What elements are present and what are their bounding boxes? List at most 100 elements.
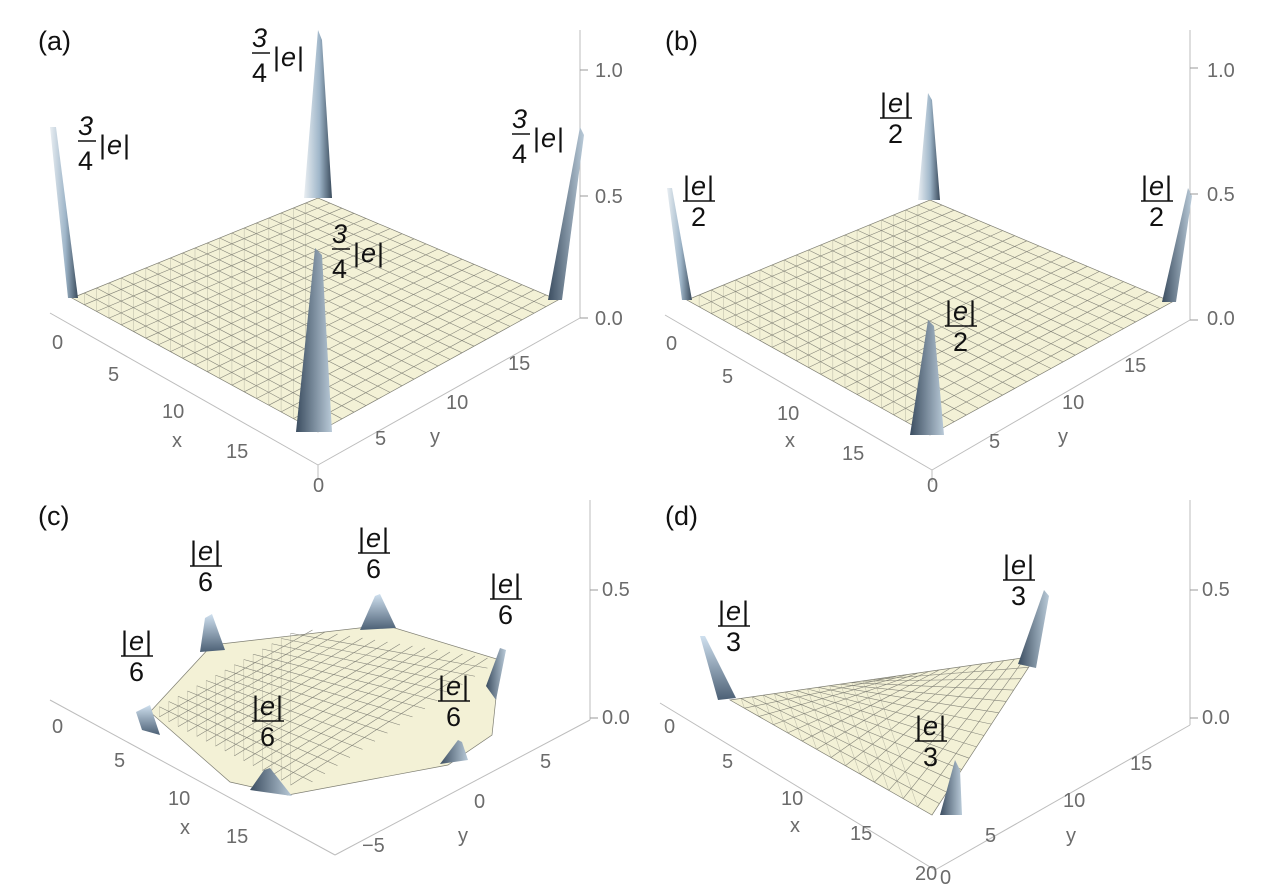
svg-text:3: 3 <box>332 219 347 249</box>
x-tick: 10 <box>162 401 184 423</box>
annotation-right: |e| 3 <box>1003 550 1035 611</box>
annotation-3: |e| 6 <box>358 523 390 584</box>
svg-text:6: 6 <box>260 722 275 752</box>
z-tick: 0.5 <box>595 186 623 208</box>
svg-text:|: | <box>939 711 946 741</box>
annotation-5: |e| 6 <box>438 671 470 732</box>
grid-line <box>234 645 413 757</box>
y-tick: 15 <box>508 353 530 375</box>
surface-grid <box>84 202 547 426</box>
panel-c: (c) |e| 6 |e| 6 |e| 6 |e| 6 <box>38 500 630 857</box>
svg-text:|: | <box>557 123 564 153</box>
svg-text:e: e <box>888 88 903 118</box>
x-tick: 20 <box>915 863 937 885</box>
svg-text:|: | <box>145 626 152 656</box>
annotation-front: 3 4 |e| <box>332 219 384 284</box>
grid-line <box>818 687 846 766</box>
x-tick: 15 <box>226 441 248 463</box>
y-tick: 0 <box>313 475 324 497</box>
panel-b-label: (b) <box>665 26 698 56</box>
svg-text:e: e <box>366 523 381 553</box>
svg-text:4: 4 <box>252 58 267 88</box>
x-tick: 10 <box>168 788 190 810</box>
y-ticks: 0 5 10 15 y <box>927 355 1146 497</box>
grid-line <box>290 657 488 786</box>
y-ticks: 0 5 10 15 y <box>313 353 530 497</box>
svg-text:e: e <box>498 569 513 599</box>
y-axis-label: y <box>430 426 440 448</box>
svg-text:6: 6 <box>366 554 381 584</box>
peak-left <box>700 636 736 700</box>
y-ticks: −5 0 5 y <box>362 751 551 857</box>
svg-text:6: 6 <box>129 657 144 687</box>
grid-line <box>917 204 1161 309</box>
x-tick: 15 <box>226 826 248 848</box>
svg-text:e: e <box>1149 171 1164 201</box>
svg-text:e: e <box>107 130 122 160</box>
x-tick: 5 <box>108 364 119 386</box>
svg-text:|: | <box>1165 171 1172 201</box>
svg-text:e: e <box>923 711 938 741</box>
x-axis-label: x <box>790 815 800 837</box>
y-axis-label: y <box>1058 426 1068 448</box>
grid-line <box>305 294 547 426</box>
grid-line <box>305 202 547 307</box>
x-tick: 10 <box>777 403 799 425</box>
grid-line <box>262 648 451 693</box>
annotation-right: 3 4 |e| <box>512 104 564 169</box>
annotation-left: |e| 3 <box>718 596 750 657</box>
grid-line <box>280 212 523 321</box>
svg-text:6: 6 <box>446 702 461 732</box>
svg-text:|: | <box>358 523 365 553</box>
svg-text:e: e <box>198 536 213 566</box>
grid-line <box>268 217 511 327</box>
grid-line <box>830 666 961 758</box>
grid-line <box>243 659 426 710</box>
svg-text:|: | <box>683 171 690 201</box>
peak-3 <box>360 594 396 630</box>
z-ticks: 0.0 0.5 <box>590 579 630 729</box>
grid-line <box>888 660 1004 791</box>
grid-line <box>818 687 992 725</box>
grid-line <box>293 207 535 314</box>
grid-line <box>851 682 889 791</box>
surface-grid <box>740 657 1029 807</box>
svg-text:|: | <box>1027 550 1034 580</box>
surface-grid <box>159 629 488 786</box>
svg-text:e: e <box>260 691 275 721</box>
y-tick: −5 <box>362 835 385 857</box>
svg-text:6: 6 <box>498 600 513 630</box>
grid-line <box>219 258 463 379</box>
peak-front <box>910 320 944 435</box>
annotation-1: |e| 6 <box>121 626 153 687</box>
annotation-left: |e| 2 <box>683 171 715 232</box>
svg-text:|: | <box>490 569 497 599</box>
grid-line <box>873 667 1029 680</box>
annotation-left: 3 4 |e| <box>78 111 130 176</box>
y-tick: 5 <box>985 825 996 847</box>
grid-line <box>271 643 463 685</box>
peak-left <box>667 188 692 300</box>
grid-line <box>840 683 1007 702</box>
svg-text:|: | <box>1141 171 1148 201</box>
panel-d: (d) |e| 3 |e| 3 |e| 3 0 5 10 15 20 <box>659 500 1230 889</box>
grid-line <box>762 695 774 725</box>
svg-text:|: | <box>190 536 197 566</box>
grid-line <box>844 266 1088 389</box>
svg-text:|: | <box>742 596 749 626</box>
z-tick: 0.5 <box>602 579 630 601</box>
y-axis-label: y <box>458 825 468 847</box>
z-ticks: 0.0 0.5 <box>1190 579 1230 729</box>
svg-text:2: 2 <box>691 202 706 232</box>
svg-text:|: | <box>945 296 952 326</box>
grid-line <box>856 271 1100 395</box>
x-tick: 0 <box>666 333 677 355</box>
grid-line <box>207 242 451 360</box>
axis-y-line <box>317 317 581 466</box>
grid-line <box>219 237 463 354</box>
x-ticks: 0 5 10 15 x <box>666 333 864 465</box>
svg-text:|: | <box>514 569 521 599</box>
grid-line <box>774 693 788 733</box>
panel-d-label: (d) <box>665 501 698 531</box>
